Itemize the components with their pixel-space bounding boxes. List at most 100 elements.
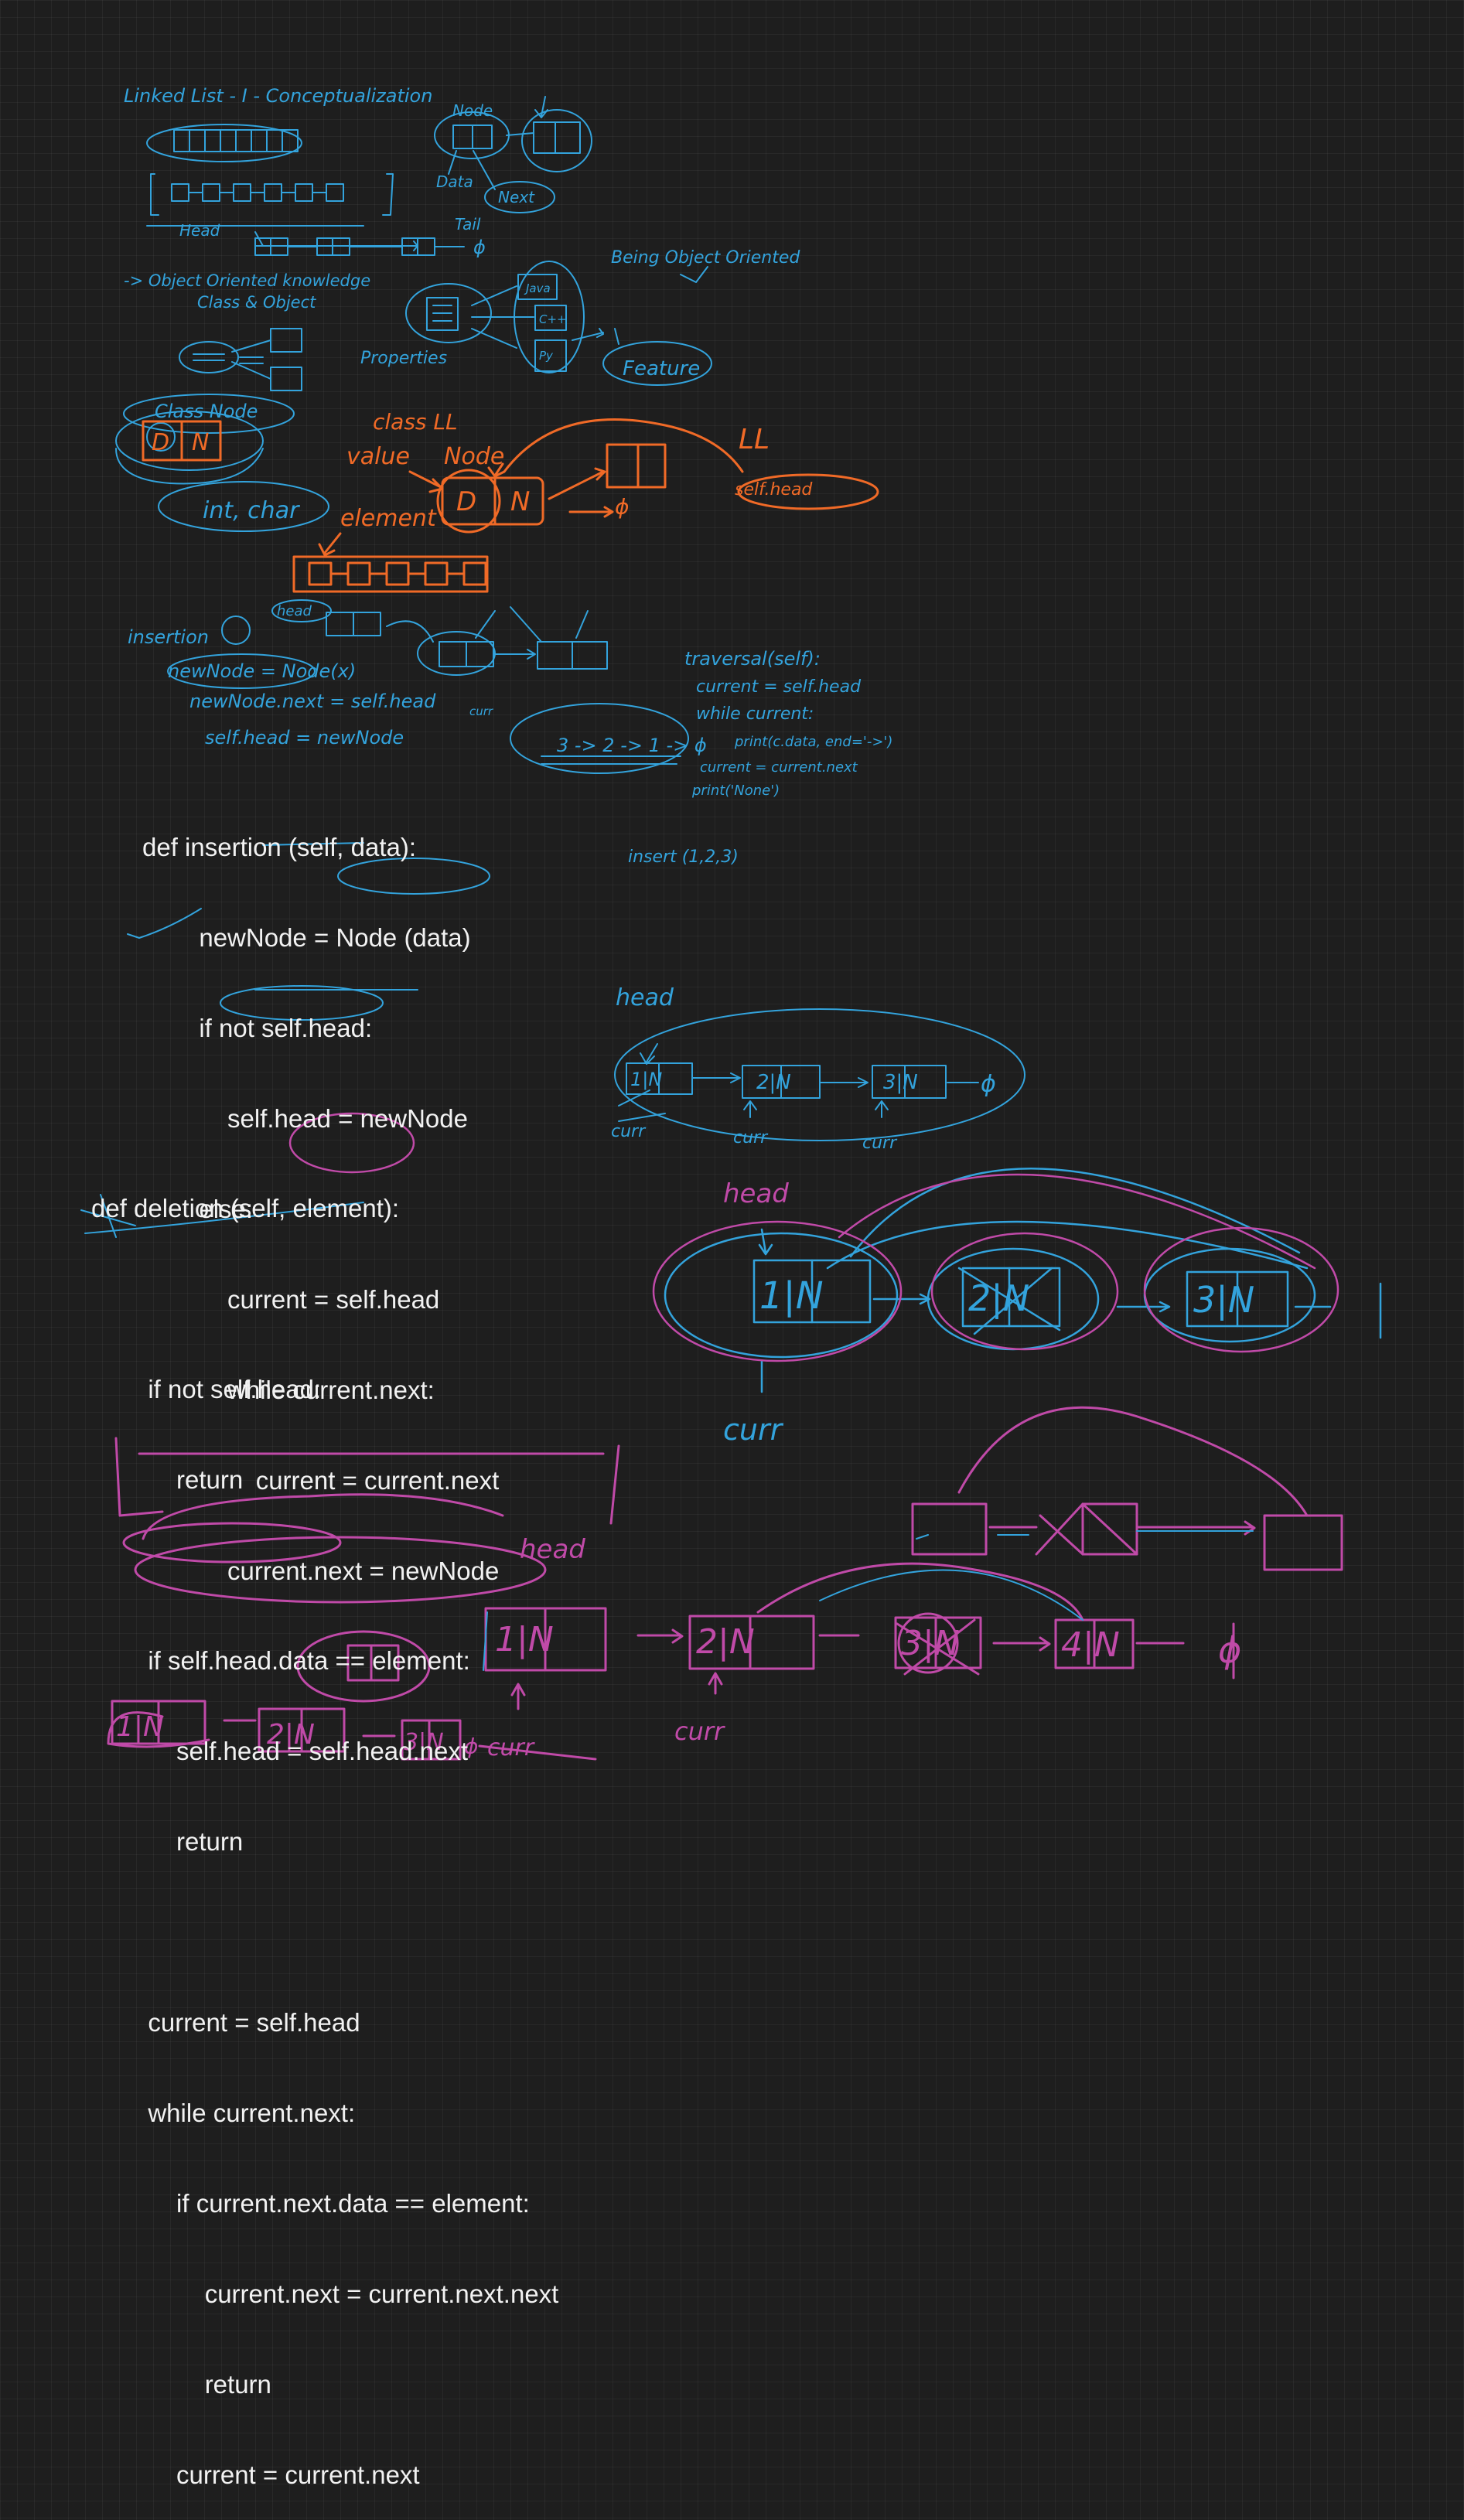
class-ll-sketch xyxy=(142,418,879,593)
value-label: value xyxy=(346,443,410,470)
whiteboard-canvas: Linked List - I - Conceptualization Node… xyxy=(80,85,1382,1761)
insertion-code-block: def insertion (self, data): newNode = No… xyxy=(142,772,499,1616)
title-note: Linked List - I - Conceptualization xyxy=(124,85,432,107)
element-label: element xyxy=(340,505,437,532)
self-head-eq: self.head = newNode xyxy=(205,727,404,748)
null-symbol: ɸ xyxy=(473,237,486,258)
lang-py: Py xyxy=(539,349,554,363)
deletion-code-line: while current.next: xyxy=(91,2099,356,2127)
insertion-sketch xyxy=(167,599,689,774)
list-a-curr-1: curr xyxy=(611,1122,647,1141)
list-c-curr-label: curr xyxy=(674,1717,725,1746)
list-a-node-3: 3|N xyxy=(883,1071,918,1094)
deletion-diagram xyxy=(664,1168,1382,1393)
deletion-code-line: return xyxy=(91,1827,244,1856)
deletion-code-line: self.head = self.head.next xyxy=(91,1737,469,1765)
lang-cpp: C++ xyxy=(539,312,567,326)
list-d-node-3: 3|N xyxy=(404,1729,444,1756)
insertion-code-line: else: xyxy=(142,1195,254,1223)
node-big-label: Node xyxy=(444,443,504,470)
deletion-code-line xyxy=(91,1917,558,1947)
class-node-data-cell: D xyxy=(152,429,169,456)
deletion-code-line: if self.head.data == element: xyxy=(91,1646,470,1675)
list-a-node-1: 1|N xyxy=(630,1069,662,1090)
tail-label: Tail xyxy=(455,215,481,234)
code-annotations xyxy=(80,842,490,1238)
newnode-next-eq: newNode.next = self.head xyxy=(189,691,436,712)
traversal-line-4: print(c.data, end='->') xyxy=(734,734,892,750)
traversal-diagram xyxy=(614,1008,1025,1141)
list-b-node-1: 1|N xyxy=(759,1274,824,1318)
list-a-curr-3: curr xyxy=(862,1134,898,1153)
oop-note: -> Object Oriented knowledge xyxy=(124,271,370,290)
class-node-next-cell: N xyxy=(192,429,209,456)
class-object-note: Class & Object xyxy=(197,293,316,312)
head-small-label: head xyxy=(277,603,312,619)
list-b-node-2: 2|N xyxy=(968,1277,1029,1320)
insertion-code-line: current.next = newNode xyxy=(142,1557,500,1585)
array-sketch xyxy=(146,124,394,227)
traversal-line-3: while current: xyxy=(696,704,814,724)
deletion-code-line: current = current.next xyxy=(91,2460,420,2489)
insertion-code-line: newNode = Node (data) xyxy=(142,923,471,952)
curr-small-label: curr xyxy=(469,704,493,718)
list-c-head-label: head xyxy=(520,1534,585,1565)
insertion-code-line: current = self.head xyxy=(142,1285,440,1314)
being-oo-note: Being Object Oriented xyxy=(611,248,800,268)
orange-null: ɸ xyxy=(615,494,629,520)
deletion-code-line: if not self.head: xyxy=(91,1375,322,1403)
node-data-cell: D xyxy=(456,486,476,517)
list-d-node-2: 2|N xyxy=(267,1719,315,1751)
node-sketch xyxy=(254,96,592,256)
lang-java: Java xyxy=(524,281,551,295)
insertion-label: insertion xyxy=(128,626,209,648)
insertion-code-line: def insertion (self, data): xyxy=(142,833,417,861)
list-c-null: ɸ xyxy=(1218,1629,1241,1671)
insertion-code-line: if not self.head: xyxy=(142,1014,373,1042)
deletion-code-line: if current.next.data == element: xyxy=(91,2189,530,2218)
node-next-cell: N xyxy=(510,486,530,517)
deletion-code-line: current = self.head xyxy=(91,2008,360,2037)
class-ll-label: class LL xyxy=(373,409,458,435)
class-node-sketch xyxy=(115,394,329,532)
deletion-code-line xyxy=(91,1555,558,1585)
deletion-code-block: def deletion (self, element): if not sel… xyxy=(91,1133,558,2520)
deletion-code-line: return xyxy=(91,2370,271,2399)
insertion-code-line: self.head = newNode xyxy=(142,1104,468,1133)
insertion-code-line: current = current.next xyxy=(142,1466,500,1495)
list-c-node-1: 1|N xyxy=(495,1620,554,1659)
list-b-head-label: head xyxy=(723,1178,789,1209)
list-d-node-1: 1|N xyxy=(116,1711,164,1743)
ll-label: LL xyxy=(739,424,770,455)
node-label: Node xyxy=(452,101,493,120)
list-d-curr-label: curr xyxy=(487,1734,535,1761)
list-a-curr-2: curr xyxy=(733,1128,769,1147)
code-annotations-magenta xyxy=(288,1112,415,1174)
properties-note: Properties xyxy=(360,349,447,368)
list-b-curr-label: curr xyxy=(723,1413,784,1447)
list-3-2-1: 3 -> 2 -> 1 -> ɸ xyxy=(557,735,707,756)
deletion-code-line: def deletion (self, element): xyxy=(91,1194,400,1222)
next-label: Next xyxy=(498,188,535,206)
new-node-eq: newNode = Node(x) xyxy=(168,660,356,682)
list-a-null: ɸ xyxy=(981,1071,996,1098)
feature-note: Feature xyxy=(623,357,700,380)
head-label: Head xyxy=(179,221,220,240)
deletion-code-line xyxy=(91,1284,558,1314)
insert-123-note: insert (1,2,3) xyxy=(628,847,739,867)
data-label: Data xyxy=(436,172,473,191)
insertion-code-line: while current.next: xyxy=(142,1376,435,1404)
types-note: int, char xyxy=(203,497,300,524)
traversal-line-5: current = current.next xyxy=(700,759,858,776)
list-c-node-4: 4|N xyxy=(1061,1625,1120,1665)
list-c-node-3: 3|N xyxy=(901,1624,960,1663)
list-c-node-2: 2|N xyxy=(696,1622,755,1662)
list-d-null: ɸ xyxy=(464,1734,478,1759)
deletion-diagram-lower xyxy=(107,1406,1343,1761)
deletion-diagram-lower-overlay xyxy=(483,1530,1254,1671)
traversal-line-2: current = self.head xyxy=(696,677,862,697)
traversal-line-6: print('None') xyxy=(691,783,780,799)
deletion-code-line: return xyxy=(91,1465,244,1494)
traversal-line-1: traversal(self): xyxy=(684,648,821,670)
list-b-node-3: 3|N xyxy=(1193,1279,1254,1321)
